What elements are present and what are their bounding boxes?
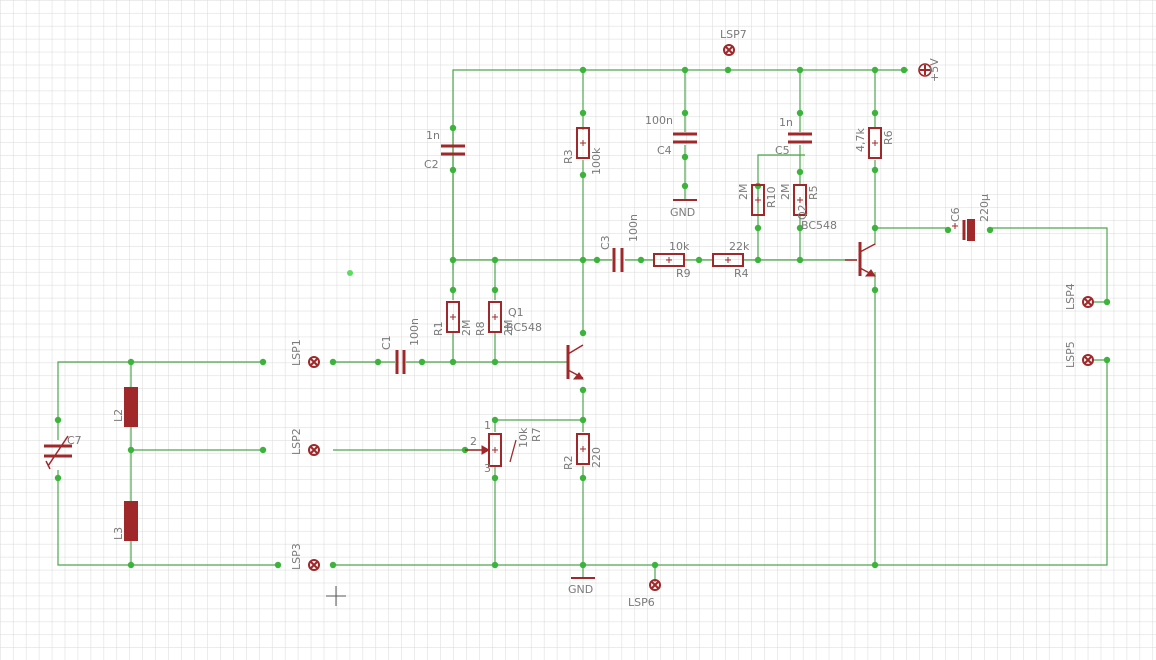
c7-variable-capacitor[interactable] bbox=[44, 435, 72, 470]
cursor-marker bbox=[347, 270, 353, 276]
c2-label: C2 bbox=[424, 158, 439, 171]
c5-capacitor[interactable] bbox=[788, 132, 812, 144]
crosshair-cursor-icon bbox=[326, 586, 346, 606]
q1-transistor[interactable] bbox=[566, 344, 584, 380]
r5-resistor[interactable] bbox=[793, 184, 807, 216]
r10-resistor[interactable] bbox=[751, 184, 765, 216]
c6-label: C6 bbox=[949, 207, 962, 222]
l3-label: L3 bbox=[112, 527, 125, 540]
r3-value: 100k bbox=[590, 147, 603, 175]
r10-value: 2M bbox=[737, 184, 750, 201]
r2-label: R2 bbox=[562, 455, 575, 470]
r7-value: 10k bbox=[517, 427, 530, 448]
r7-pin1: 1 bbox=[484, 419, 491, 432]
c5-label: C5 bbox=[775, 144, 790, 157]
r9-resistor[interactable] bbox=[653, 253, 685, 267]
r6-label: R6 bbox=[882, 130, 895, 145]
r8-value: 2M bbox=[502, 320, 515, 337]
c1-value: 100n bbox=[408, 318, 421, 346]
r3-resistor[interactable] bbox=[576, 127, 590, 159]
r1-resistor[interactable] bbox=[446, 301, 460, 333]
c7-label: C7 bbox=[67, 434, 82, 447]
vcc-label: +5V bbox=[928, 58, 941, 82]
r9-label: R9 bbox=[676, 267, 691, 280]
lsp1-label: LSP1 bbox=[290, 339, 303, 366]
r1-label: R1 bbox=[432, 321, 445, 336]
r1-value: 2M bbox=[460, 320, 473, 337]
l2-inductor[interactable] bbox=[124, 387, 138, 427]
r4-label: R4 bbox=[734, 267, 749, 280]
lsp5-label: LSP5 bbox=[1064, 341, 1077, 368]
junctions bbox=[54, 66, 1111, 569]
r5-label: R5 bbox=[807, 185, 820, 200]
r2-value: 220 bbox=[590, 447, 603, 468]
r4-resistor[interactable] bbox=[712, 253, 744, 267]
supply-symbol[interactable] bbox=[918, 63, 932, 77]
q2-transistor[interactable] bbox=[845, 242, 876, 277]
q1-type: BC548 bbox=[506, 321, 542, 334]
lsp4-pad[interactable] bbox=[1082, 296, 1094, 308]
lsp2-pad[interactable] bbox=[308, 444, 320, 456]
c5-value: 1n bbox=[779, 116, 793, 129]
c2-capacitor[interactable] bbox=[441, 144, 465, 156]
r9-value: 10k bbox=[669, 240, 690, 253]
c4-label: C4 bbox=[657, 144, 672, 157]
c6-value: 220µ bbox=[978, 194, 991, 222]
l2-label: L2 bbox=[112, 409, 125, 422]
gnd-bottom-label: GND bbox=[568, 583, 593, 596]
q1-label: Q1 bbox=[508, 306, 524, 319]
c1-label: C1 bbox=[380, 335, 393, 350]
c4-capacitor[interactable] bbox=[673, 132, 697, 144]
c3-value: 100n bbox=[627, 214, 640, 242]
r7-label: R7 bbox=[530, 427, 543, 442]
r7-pin3: 3 bbox=[484, 462, 491, 475]
c6-capacitor[interactable] bbox=[952, 219, 975, 241]
lsp5-pad[interactable] bbox=[1082, 354, 1094, 366]
lsp7-pad[interactable] bbox=[723, 44, 735, 56]
c3-capacitor[interactable] bbox=[612, 248, 624, 272]
gnd-top-label: GND bbox=[670, 206, 695, 219]
c3-label: C3 bbox=[599, 235, 612, 250]
lsp7-label: LSP7 bbox=[720, 28, 747, 41]
lsp1-pad[interactable] bbox=[308, 356, 320, 368]
lsp6-label: LSP6 bbox=[628, 596, 655, 609]
q2-label: Q2 bbox=[796, 204, 809, 220]
r3-label: R3 bbox=[562, 149, 575, 164]
c2-value: 1n bbox=[426, 129, 440, 142]
r2-resistor[interactable] bbox=[576, 433, 590, 465]
r6-value: 4,7k bbox=[854, 128, 867, 152]
labels: LSP7 +5V 1n C2 R3 100k 100n C4 GND 1n C5… bbox=[67, 28, 1077, 609]
r5-value: 2M bbox=[779, 184, 792, 201]
r7-potentiometer[interactable] bbox=[465, 433, 517, 467]
r10-label: R10 bbox=[765, 186, 778, 208]
lsp2-label: LSP2 bbox=[290, 428, 303, 455]
r4-value: 22k bbox=[729, 240, 750, 253]
r8-label: R8 bbox=[474, 321, 487, 336]
l3-inductor[interactable] bbox=[124, 501, 138, 541]
lsp6-pad[interactable] bbox=[649, 579, 661, 591]
c4-value: 100n bbox=[645, 114, 673, 127]
lsp3-pad[interactable] bbox=[308, 559, 320, 571]
r6-resistor[interactable] bbox=[868, 127, 882, 159]
lsp3-label: LSP3 bbox=[290, 543, 303, 570]
c1-capacitor[interactable] bbox=[395, 350, 406, 374]
r7-pin2: 2 bbox=[470, 435, 477, 448]
lsp4-label: LSP4 bbox=[1064, 283, 1077, 310]
q2-type: BC548 bbox=[801, 219, 837, 232]
r8-resistor[interactable] bbox=[488, 301, 502, 333]
